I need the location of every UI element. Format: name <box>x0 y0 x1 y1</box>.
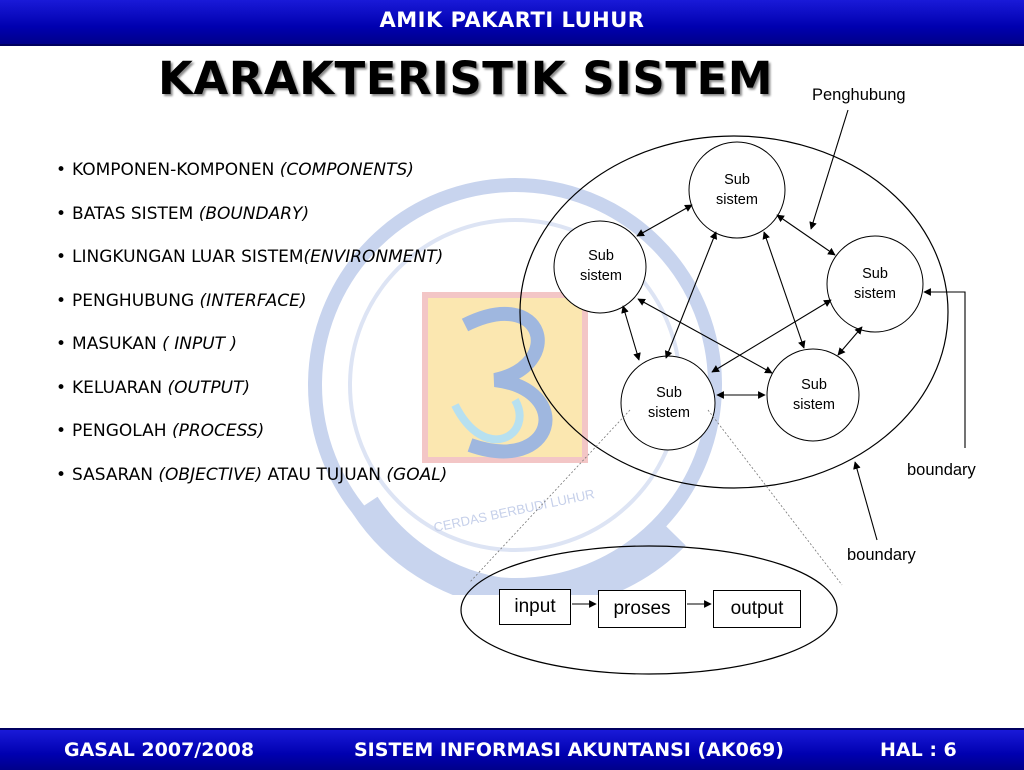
bullet-item: PENGOLAH (PROCESS) <box>56 421 447 465</box>
bullet-item: KOMPONEN-KOMPONEN (COMPONENTS) <box>56 160 447 204</box>
interface-pointer <box>809 109 849 230</box>
process-box: proses <box>598 590 686 628</box>
subsystem-right <box>826 235 924 333</box>
boundary-label: boundary <box>907 461 976 479</box>
footer-semester: GASAL 2007/2008 <box>64 739 255 761</box>
footer-course: SISTEM INFORMASI AKUNTANSI (AK069) <box>354 739 784 761</box>
process-detail-boundary <box>460 545 838 675</box>
subsystem-left <box>553 220 647 314</box>
bullet-item: PENGHUBUNG (INTERFACE) <box>56 291 447 335</box>
footer-bar: GASAL 2007/2008 SISTEM INFORMASI AKUNTAN… <box>0 728 1024 770</box>
bullet-item: MASUKAN ( INPUT ) <box>56 334 447 378</box>
output-box: output <box>713 590 801 628</box>
zoom-line-right <box>707 409 843 586</box>
footer-page-number: HAL : 6 <box>880 739 957 761</box>
header-bar: AMIK PAKARTI LUHUR <box>0 0 1024 46</box>
boundary-pointer-1 <box>923 288 966 448</box>
slide-title: KARAKTERISTIK SISTEM <box>158 52 774 105</box>
interface-label: Penghubung <box>812 86 906 104</box>
input-box: input <box>499 589 571 625</box>
interface-arrows <box>621 204 863 399</box>
subsystem-top <box>688 141 786 239</box>
characteristics-list: KOMPONEN-KOMPONEN (COMPONENTS) BATAS SIS… <box>56 160 447 508</box>
watermark-logo: CERDAS BERBUDI LUHUR <box>308 178 722 595</box>
bullet-item: BATAS SISTEM (BOUNDARY) <box>56 204 447 248</box>
boundary-pointer-2 <box>853 461 878 541</box>
system-boundary <box>519 135 949 489</box>
institution-name: AMIK PAKARTI LUHUR <box>379 8 645 32</box>
bullet-item: SASARAN (OBJECTIVE) ATAU TUJUAN (GOAL) <box>56 465 447 509</box>
zoom-line-left <box>469 409 631 583</box>
boundary-label: boundary <box>847 546 916 564</box>
bullet-item: KELUARAN (OUTPUT) <box>56 378 447 422</box>
bullet-item: LINGKUNGAN LUAR SISTEM(ENVIRONMENT) <box>56 247 447 291</box>
